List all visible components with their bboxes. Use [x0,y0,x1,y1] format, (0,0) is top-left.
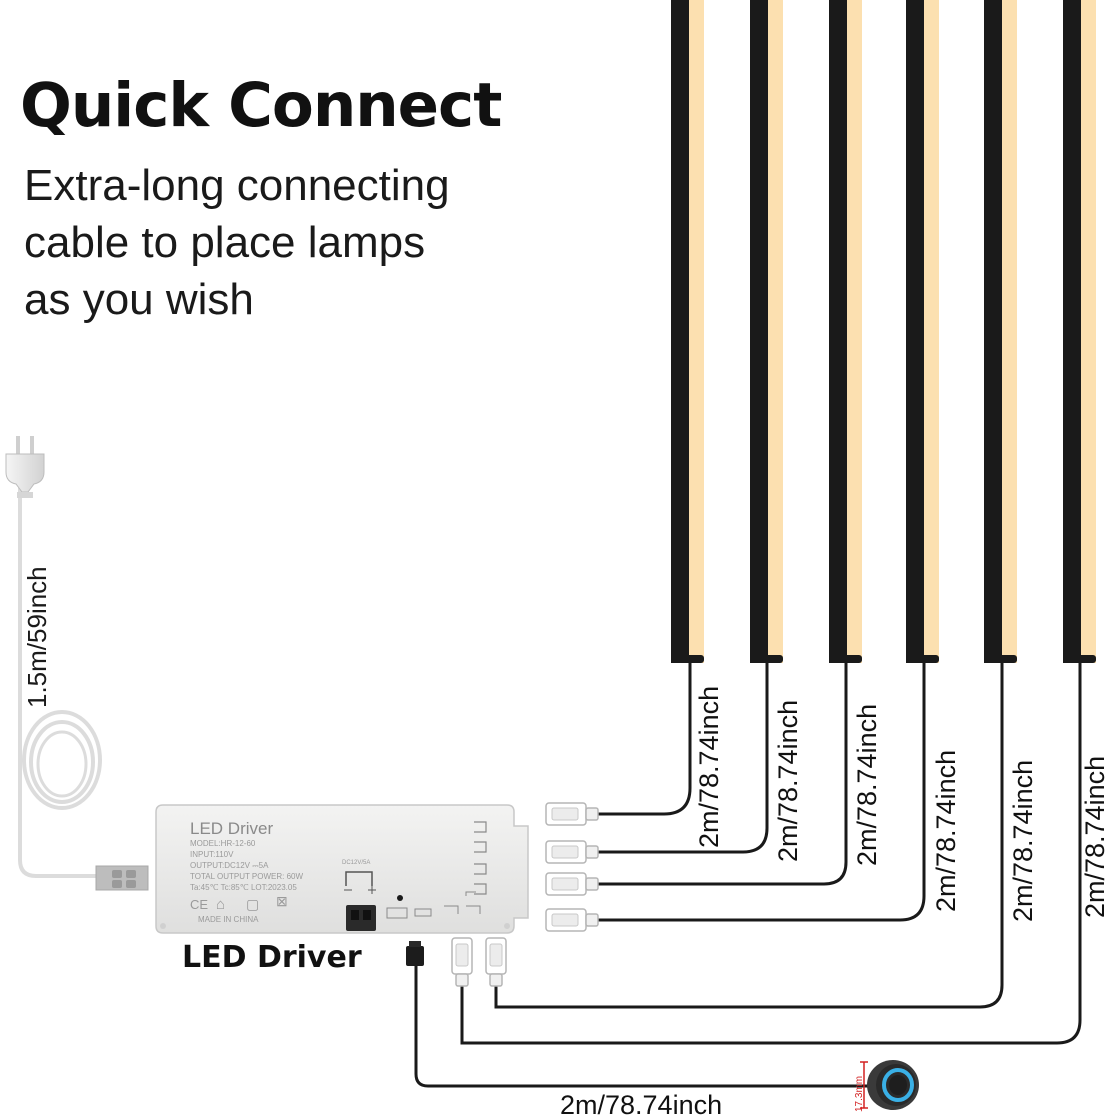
subtitle-line: cable to place lamps [24,218,426,267]
power-input-connector [95,865,149,891]
output-connector [545,908,599,932]
power-cord [18,488,149,891]
switch-wire [414,965,872,1088]
driver-caption: LED Driver [182,940,362,975]
led-strip [671,0,704,663]
output-connector [451,937,473,987]
output-connector [545,840,599,864]
switch-plug [406,941,424,966]
output-connector [545,802,599,826]
led-strip [750,0,783,663]
driver-label-title: LED Driver [190,819,273,838]
driver-label-line: TOTAL OUTPUT POWER: 60W [190,872,304,881]
strip-wire [494,660,1004,1009]
switch-cable-length-label: 2m/78.74inch [560,1090,722,1120]
driver-label-line: MODEL:HR-12-60 [190,839,256,848]
subtitle-line: Extra-long connecting [24,161,450,210]
strip-wires [460,660,1082,1045]
strip-wire [596,660,848,886]
driver-label-line: INPUT:110V [190,850,234,859]
driver-panel-label: DC12V/5A [342,860,370,866]
power-plug-icon [5,436,45,498]
switch-size-label: 17.3mm [854,1076,865,1112]
led-strip [1063,0,1096,663]
strip-wire [460,660,1082,1045]
switch-socket [346,905,376,931]
led-strip [906,0,939,663]
strip-wire [596,660,769,854]
power-cable-length-label: 1.5m/59inch [22,566,52,708]
strip-cable-length-label: 2m/78.74inch [773,700,803,862]
cert-mark-ce-icon: CE [190,897,208,912]
strip-cable-length-label: 2m/78.74inch [852,704,882,866]
strip-cable-length-label: 2m/78.74inch [931,750,961,912]
led-strip [984,0,1017,663]
strip-wire [596,660,692,816]
cert-mark-bin-icon: ⊠ [276,893,288,909]
output-connector [485,937,507,987]
page-title: Quick Connect [20,70,502,141]
page-subtitle: Extra-long connecting cable to place lam… [24,157,450,328]
driver-label-line: OUTPUT:DC12V ⎓5A [190,861,269,870]
driver-label-line: Ta:45℃ Tc:85℃ LOT:2023.05 [190,883,297,892]
touch-switch [860,1060,919,1110]
strip-wire [596,660,926,922]
strip-cable-length-label: 2m/78.74inch [1008,760,1038,922]
output-connector [545,872,599,896]
strip-cable-length-label: 2m/78.74inch [694,686,724,848]
cert-mark-house-icon: ⌂ [216,896,225,913]
led-strip-group [671,0,1096,663]
cert-mark-square-icon: ▢ [246,896,259,912]
led-strip [829,0,862,663]
output-connectors [406,802,599,987]
strip-cable-length-label: 2m/78.74inch [1080,756,1109,918]
led-driver: LED Driver MODEL:HR-12-60 INPUT:110V OUT… [155,804,529,934]
driver-label-line: MADE IN CHINA [198,915,259,924]
subtitle-line: as you wish [24,275,254,324]
